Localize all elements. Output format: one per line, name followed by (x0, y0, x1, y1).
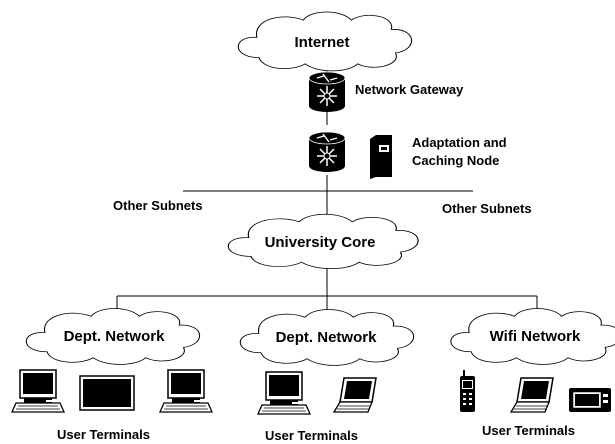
user-terminals-label-3: User Terminals (482, 423, 575, 438)
dept-network-cloud-2: Dept. Network (239, 308, 415, 366)
network-gateway-label: Network Gateway (355, 82, 464, 97)
user-terminals-label-2: User Terminals (265, 428, 358, 443)
university-core-label: University Core (265, 234, 376, 251)
internet-label: Internet (294, 34, 349, 51)
caching-server-icon (370, 135, 392, 179)
dept-network-label-1: Dept. Network (64, 328, 166, 345)
gateway-router-icon (308, 71, 346, 113)
wifi-network-cloud: Wifi Network (450, 307, 615, 365)
adaptation-label-line1: Adaptation and (412, 135, 507, 150)
adaptation-label-line2: Caching Node (412, 153, 499, 168)
internet-cloud: Internet (237, 11, 413, 72)
user-terminals-label-1: User Terminals (57, 427, 150, 442)
dept-network-label-2: Dept. Network (276, 329, 378, 346)
laptop-icon (510, 377, 554, 413)
mobile-phone-icon (460, 370, 475, 412)
connection-lines (116, 70, 538, 310)
desktop-icon (257, 371, 311, 415)
other-subnets-right-label: Other Subnets (442, 201, 532, 216)
monitor-icon (79, 375, 135, 411)
adaptation-router-icon (308, 131, 346, 173)
desktop-icon (11, 369, 65, 413)
dept-network-cloud-1: Dept. Network (25, 307, 201, 365)
desktop-icon (159, 369, 213, 413)
wifi-network-label: Wifi Network (490, 328, 581, 345)
pda-icon (569, 388, 611, 412)
other-subnets-left-label: Other Subnets (113, 198, 203, 213)
laptop-icon (333, 377, 377, 413)
university-core-cloud: University Core (227, 213, 419, 270)
